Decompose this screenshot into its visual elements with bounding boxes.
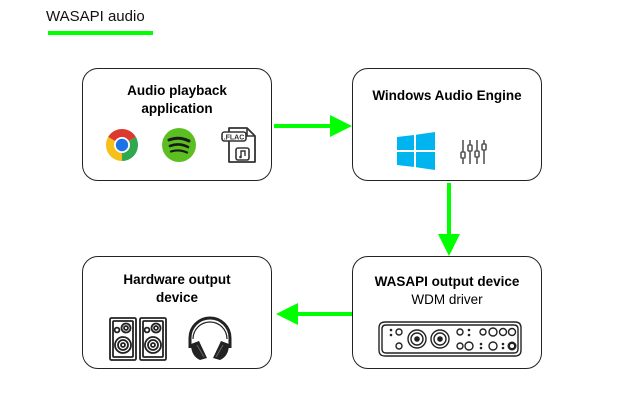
node-subtitle: WDM driver [411,292,483,307]
node-title-line1: Audio playback [127,83,227,98]
mixer-sliders-icon [460,140,487,164]
speakers-icon [109,317,167,361]
chrome-icon [105,129,139,161]
legend-label: WASAPI audio [46,8,145,25]
flac-file-icon: .FLAC [221,127,256,163]
svg-text:.FLAC: .FLAC [224,134,245,141]
node-hardware-output-device: Hardware output device [82,256,272,369]
spotify-icon [162,128,196,162]
node-wasapi-output-device: WASAPI output device WDM driver [352,256,542,369]
node-title: Windows Audio Engine [372,88,522,103]
legend-swatch-line [48,31,153,35]
windows-logo-icon [397,132,435,170]
node-windows-audio-engine: Windows Audio Engine [352,68,542,181]
node-title-line1: Hardware output [123,272,231,287]
node-title-line2: device [155,290,199,305]
node-title: WASAPI output device [374,274,520,289]
node-title-line2: application [141,101,213,116]
edge-playback-to-engine [274,115,352,137]
headphones-icon [188,316,232,360]
edge-wasapi-to-hardware [276,303,352,325]
edge-engine-to-wasapi [438,183,460,256]
node-audio-playback-application: Audio playback application .FLAC [82,68,272,181]
audio-interface-icon [378,321,522,357]
